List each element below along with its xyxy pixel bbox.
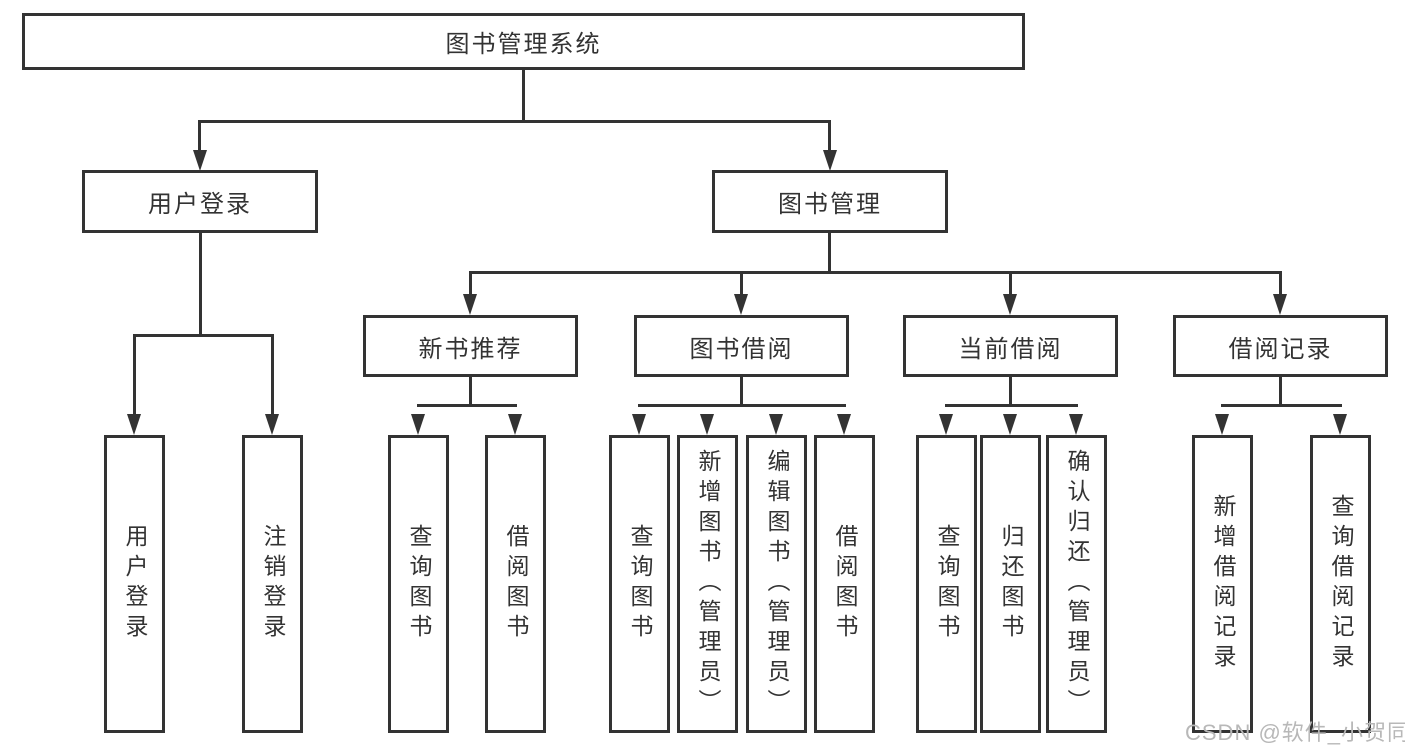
connector bbox=[198, 120, 831, 123]
leaf-current-return-books-label: 归还图书 bbox=[998, 524, 1024, 644]
arrowhead-icon bbox=[1215, 414, 1229, 435]
node-current-borrow: 当前借阅 bbox=[903, 315, 1118, 377]
arrowhead-icon bbox=[1333, 414, 1347, 435]
leaf-user-login: 用户登录 bbox=[104, 435, 165, 733]
arrowhead-icon bbox=[508, 414, 522, 435]
leaf-records-query-record-label: 查询借阅记录 bbox=[1328, 494, 1354, 674]
connector bbox=[1009, 271, 1012, 295]
arrowhead-icon bbox=[193, 150, 207, 171]
node-current-borrow-label: 当前借阅 bbox=[958, 335, 1063, 363]
node-book-management: 图书管理 bbox=[712, 170, 948, 233]
arrowhead-icon bbox=[1069, 414, 1083, 435]
connector bbox=[828, 120, 831, 153]
csdn-watermark: CSDN @软件_小贺同学 bbox=[1185, 720, 1405, 745]
node-root: 图书管理系统 bbox=[22, 13, 1025, 70]
leaf-borrow-edit-books: 编辑图书（管理员） bbox=[746, 435, 807, 733]
arrowhead-icon bbox=[127, 414, 141, 435]
leaf-borrow-query-books: 查询图书 bbox=[609, 435, 670, 733]
node-user-login-label: 用户登录 bbox=[148, 191, 252, 218]
arrowhead-icon bbox=[265, 414, 279, 435]
leaf-current-confirm-return-label: 确认归还（管理员） bbox=[1064, 449, 1090, 719]
arrowhead-icon bbox=[769, 414, 783, 435]
node-borrow-records-label: 借阅记录 bbox=[1228, 335, 1333, 363]
connector bbox=[1279, 377, 1282, 407]
leaf-current-confirm-return: 确认归还（管理员） bbox=[1046, 435, 1107, 733]
connector bbox=[945, 404, 1078, 407]
leaf-newbooks-query-books-label: 查询图书 bbox=[406, 524, 432, 644]
leaf-newbooks-borrow-books: 借阅图书 bbox=[485, 435, 546, 733]
connector bbox=[828, 233, 831, 273]
connector bbox=[1221, 404, 1342, 407]
connector bbox=[469, 271, 1282, 274]
arrowhead-icon bbox=[1003, 294, 1017, 315]
leaf-borrow-borrow-books-label: 借阅图书 bbox=[832, 524, 858, 644]
node-book-borrow-label: 图书借阅 bbox=[689, 335, 794, 363]
connector bbox=[417, 404, 517, 407]
leaf-logout: 注销登录 bbox=[242, 435, 303, 733]
connector bbox=[638, 404, 846, 407]
connector bbox=[1279, 271, 1282, 295]
leaf-newbooks-borrow-books-label: 借阅图书 bbox=[503, 524, 529, 644]
node-user-login: 用户登录 bbox=[82, 170, 318, 233]
connector bbox=[469, 377, 472, 407]
arrowhead-icon bbox=[823, 150, 837, 171]
leaf-records-query-record: 查询借阅记录 bbox=[1310, 435, 1371, 733]
arrowhead-icon bbox=[939, 414, 953, 435]
leaf-records-add-record-label: 新增借阅记录 bbox=[1210, 494, 1236, 674]
connector bbox=[740, 377, 743, 407]
arrowhead-icon bbox=[837, 414, 851, 435]
leaf-current-return-books: 归还图书 bbox=[980, 435, 1041, 733]
leaf-borrow-add-books-label: 新增图书（管理员） bbox=[695, 449, 721, 719]
leaf-logout-label: 注销登录 bbox=[260, 524, 286, 644]
node-borrow-records: 借阅记录 bbox=[1173, 315, 1388, 377]
connector bbox=[133, 334, 274, 337]
connector bbox=[133, 334, 136, 415]
arrowhead-icon bbox=[632, 414, 646, 435]
leaf-borrow-edit-books-label: 编辑图书（管理员） bbox=[764, 449, 790, 719]
node-root-label: 图书管理系统 bbox=[445, 31, 602, 58]
leaf-current-query-books-label: 查询图书 bbox=[934, 524, 960, 644]
node-book-management-label: 图书管理 bbox=[778, 191, 882, 218]
node-new-book-recommend-label: 新书推荐 bbox=[418, 335, 523, 363]
arrowhead-icon bbox=[411, 414, 425, 435]
leaf-newbooks-query-books: 查询图书 bbox=[388, 435, 449, 733]
leaf-borrow-query-books-label: 查询图书 bbox=[627, 524, 653, 644]
arrowhead-icon bbox=[1273, 294, 1287, 315]
arrowhead-icon bbox=[700, 414, 714, 435]
node-book-borrow: 图书借阅 bbox=[634, 315, 849, 377]
connector bbox=[198, 120, 201, 153]
arrowhead-icon bbox=[734, 294, 748, 315]
leaf-borrow-add-books: 新增图书（管理员） bbox=[677, 435, 738, 733]
leaf-current-query-books: 查询图书 bbox=[916, 435, 977, 733]
connector bbox=[522, 70, 525, 121]
connector bbox=[271, 334, 274, 415]
leaf-records-add-record: 新增借阅记录 bbox=[1192, 435, 1253, 733]
leaf-user-login-label: 用户登录 bbox=[122, 524, 148, 644]
arrowhead-icon bbox=[1003, 414, 1017, 435]
arrowhead-icon bbox=[463, 294, 477, 315]
leaf-borrow-borrow-books: 借阅图书 bbox=[814, 435, 875, 733]
node-new-book-recommend: 新书推荐 bbox=[363, 315, 578, 377]
connector bbox=[199, 233, 202, 336]
connector bbox=[1009, 377, 1012, 407]
connector bbox=[469, 271, 472, 295]
connector bbox=[740, 271, 743, 295]
